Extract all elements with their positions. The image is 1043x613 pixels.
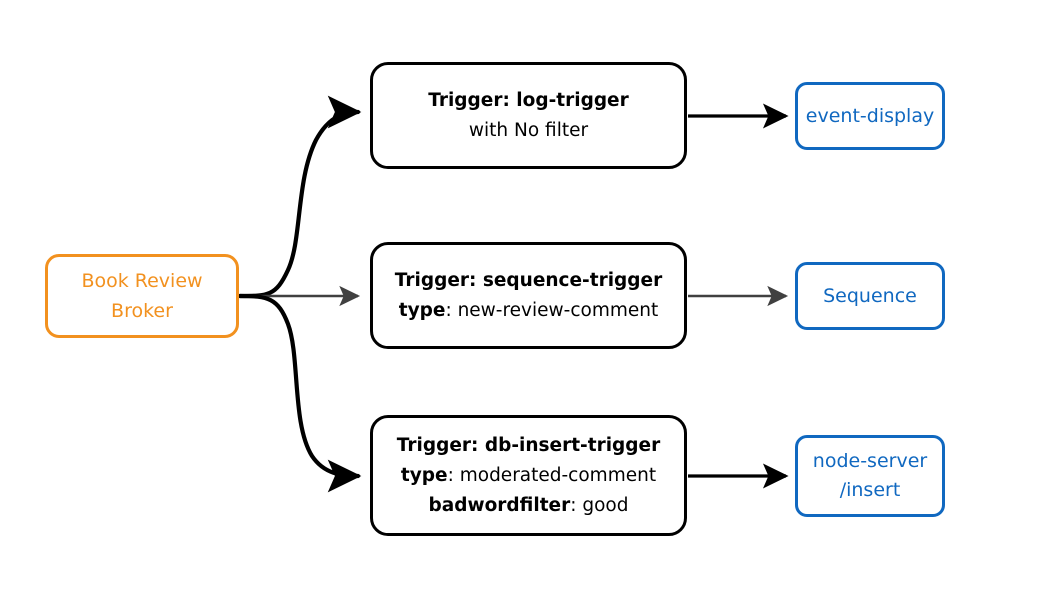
node-book-review-broker[interactable]: Book Review Broker <box>45 254 239 338</box>
target-sequence-label: Sequence <box>823 284 917 307</box>
trigger-sequence-line2: type: new-review-comment <box>399 296 658 326</box>
trigger-sequence-line2-value: : new-review-comment <box>445 299 659 321</box>
node-trigger-log-trigger[interactable]: Trigger: log-trigger with No filter <box>370 62 687 169</box>
node-target-sequence[interactable]: Sequence <box>795 262 945 330</box>
broker-label-line2: Broker <box>111 300 173 322</box>
edge-broker-to-log-trigger <box>237 95 362 299</box>
trigger-log-line2-value: with No filter <box>468 119 589 141</box>
target-event-display-label: event-display <box>805 104 935 127</box>
broker-label-line1: Book Review <box>81 270 203 292</box>
trigger-log-line1: Trigger: log-trigger <box>428 86 628 116</box>
trigger-sequence-line2-key: type <box>398 299 446 321</box>
node-trigger-sequence-trigger[interactable]: Trigger: sequence-trigger type: new-revi… <box>370 242 687 349</box>
trigger-sequence-line1: Trigger: sequence-trigger <box>395 266 662 296</box>
trigger-db-line2-value: : moderated-comment <box>447 464 657 486</box>
trigger-db-line2-key: type <box>400 464 448 486</box>
trigger-db-line3-value: : good <box>570 494 629 516</box>
trigger-db-line3-key: badwordfilter <box>428 494 571 516</box>
target-node-server-label-line1: node-server <box>812 450 928 472</box>
node-target-node-server-insert[interactable]: node-server /insert <box>795 435 945 517</box>
node-trigger-db-insert-trigger[interactable]: Trigger: db-insert-trigger type: moderat… <box>370 415 687 536</box>
trigger-sequence-line1-bold: Trigger: sequence-trigger <box>394 269 663 291</box>
trigger-db-line1: Trigger: db-insert-trigger <box>397 431 660 461</box>
trigger-log-line2: with No filter <box>469 116 588 146</box>
node-target-event-display[interactable]: event-display <box>795 82 945 150</box>
trigger-db-line2: type: moderated-comment <box>401 461 656 491</box>
trigger-log-line1-bold: Trigger: log-trigger <box>428 89 629 111</box>
target-node-server-label-line2: /insert <box>839 479 901 501</box>
trigger-db-line1-bold: Trigger: db-insert-trigger <box>396 434 661 456</box>
edge-broker-to-db-insert-trigger <box>237 293 362 493</box>
trigger-db-line3: badwordfilter: good <box>429 491 629 521</box>
